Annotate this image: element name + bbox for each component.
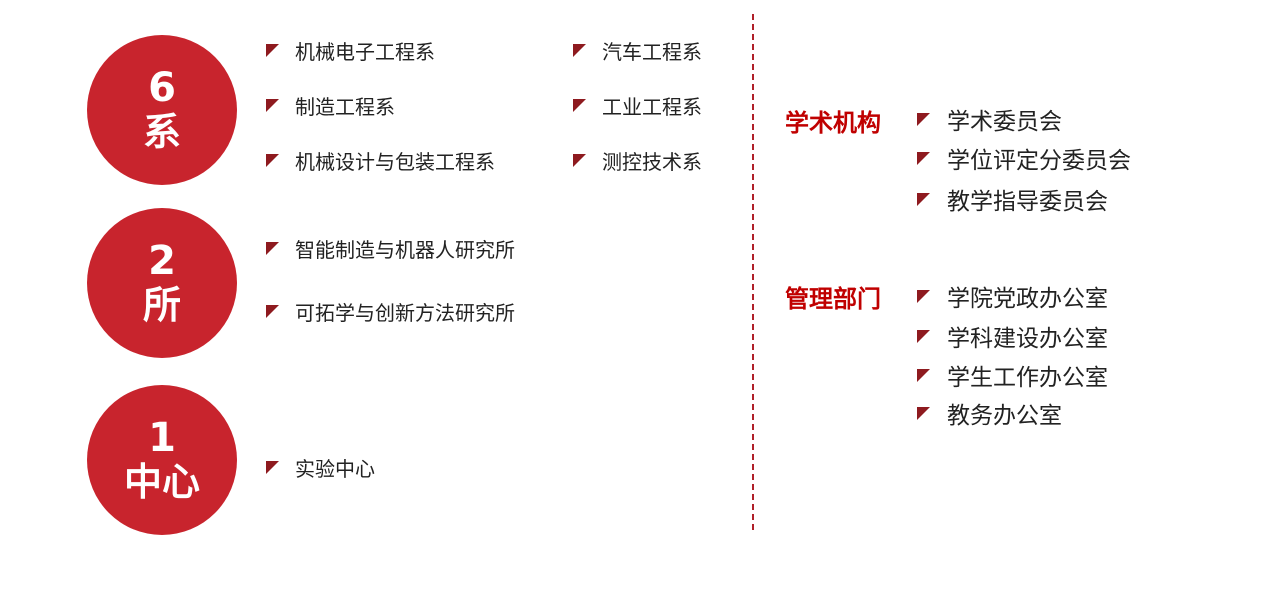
academic-heading: 学术机构	[785, 109, 881, 137]
academic-label: 学位评定分委员会	[947, 148, 1131, 174]
triangle-bullet-icon	[917, 192, 930, 206]
institutes-unit: 所	[142, 283, 181, 328]
department-label: 机械电子工程系	[295, 40, 435, 64]
institute-label: 可拓学与创新方法研究所	[295, 301, 515, 325]
triangle-bullet-icon	[917, 289, 930, 303]
management-label: 学生工作办公室	[947, 365, 1108, 391]
institute-item: 可拓学与创新方法研究所	[266, 297, 515, 326]
triangle-bullet-icon	[266, 242, 279, 255]
departments-unit: 系	[142, 110, 181, 155]
academic-item: 教学指导委员会	[917, 182, 1108, 216]
triangle-bullet-icon	[573, 99, 586, 112]
institutes-circle: 2 所	[87, 208, 237, 358]
triangle-bullet-icon	[917, 406, 930, 420]
triangle-bullet-icon	[266, 305, 279, 318]
department-item: 制造工程系	[266, 91, 395, 120]
management-item: 教务办公室	[917, 396, 1062, 430]
centers-count: 1	[148, 415, 176, 462]
departments-count: 6	[148, 65, 176, 112]
triangle-bullet-icon	[917, 368, 930, 382]
institute-item: 智能制造与机器人研究所	[266, 234, 515, 263]
department-item: 测控技术系	[573, 146, 702, 175]
department-item: 工业工程系	[573, 91, 702, 120]
triangle-bullet-icon	[573, 44, 586, 57]
department-item: 机械设计与包装工程系	[266, 146, 495, 175]
management-item: 学生工作办公室	[917, 358, 1108, 392]
management-label: 学院党政办公室	[947, 286, 1108, 312]
triangle-bullet-icon	[266, 44, 279, 57]
academic-item: 学术委员会	[917, 102, 1062, 136]
department-item: 机械电子工程系	[266, 36, 435, 65]
institutes-count: 2	[148, 238, 176, 285]
academic-label: 学术委员会	[947, 109, 1062, 135]
management-label: 教务办公室	[947, 403, 1062, 429]
centers-circle: 1 中心	[87, 385, 237, 535]
centers-unit: 中心	[123, 460, 200, 505]
department-item: 汽车工程系	[573, 36, 702, 65]
departments-circle: 6 系	[87, 35, 237, 185]
center-label: 实验中心	[295, 457, 375, 481]
academic-item: 学位评定分委员会	[917, 141, 1131, 175]
management-label: 学科建设办公室	[947, 326, 1108, 352]
management-heading: 管理部门	[785, 285, 881, 313]
management-item: 学院党政办公室	[917, 279, 1108, 313]
triangle-bullet-icon	[573, 154, 586, 167]
triangle-bullet-icon	[266, 461, 279, 474]
triangle-bullet-icon	[266, 99, 279, 112]
institute-label: 智能制造与机器人研究所	[295, 238, 515, 262]
department-label: 工业工程系	[602, 95, 702, 119]
triangle-bullet-icon	[917, 112, 930, 126]
triangle-bullet-icon	[917, 329, 930, 343]
department-label: 制造工程系	[295, 95, 395, 119]
department-label: 机械设计与包装工程系	[295, 150, 495, 174]
management-item: 学科建设办公室	[917, 319, 1108, 353]
department-label: 测控技术系	[602, 150, 702, 174]
department-label: 汽车工程系	[602, 40, 702, 64]
center-item: 实验中心	[266, 453, 375, 482]
triangle-bullet-icon	[917, 151, 930, 165]
triangle-bullet-icon	[266, 154, 279, 167]
dashed-divider	[752, 14, 754, 530]
academic-label: 教学指导委员会	[947, 189, 1108, 215]
